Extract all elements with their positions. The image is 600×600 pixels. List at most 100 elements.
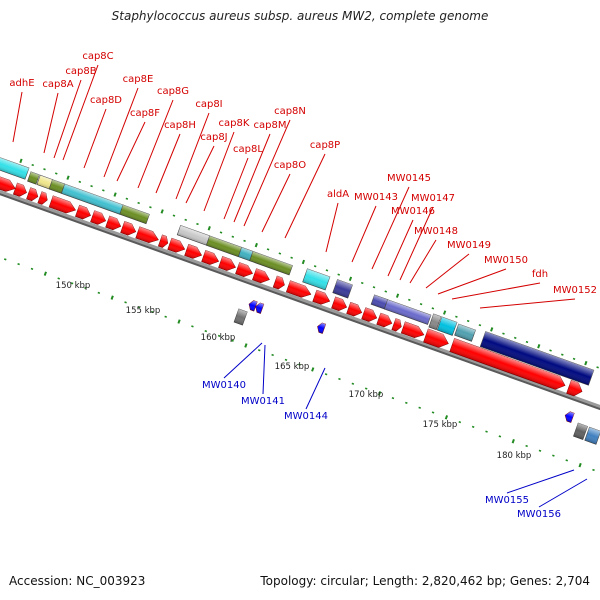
- scale-label: 170 kbp: [349, 390, 384, 400]
- outer-tick: [419, 302, 423, 306]
- outer-tick: [137, 201, 140, 205]
- feature-blocks: [0, 156, 600, 445]
- block-aldA: [302, 268, 331, 291]
- outer-tick: [160, 209, 164, 214]
- forward-cds-5: [75, 204, 91, 220]
- leader-cap8I: [175, 112, 210, 200]
- block-cap8J-shade: [177, 225, 210, 246]
- block-cap8N-shade: [249, 251, 293, 275]
- reverse-cds-0-shade: [249, 300, 258, 312]
- forward-cds-8: [120, 221, 137, 236]
- forward-cds-17: [272, 275, 285, 290]
- outer-tick: [490, 327, 494, 332]
- leader-cap8E: [103, 87, 139, 178]
- forward-cds-27-shade: [449, 338, 566, 390]
- outer-tick: [113, 192, 117, 197]
- block-adhE-shade: [0, 157, 30, 180]
- block-cap8N: [249, 251, 293, 276]
- inner-tick: [204, 329, 208, 333]
- outer-tick: [231, 235, 235, 238]
- forward-cds-28: [566, 379, 583, 397]
- forward-cds-25-shade: [401, 321, 424, 338]
- gene-label-cap8K: cap8K: [219, 118, 250, 129]
- forward-cds-10: [157, 234, 169, 248]
- inner-tick: [391, 397, 395, 400]
- forward-cds-11: [167, 237, 186, 253]
- inner-tick: [351, 382, 355, 385]
- block-MW0148-shade: [428, 313, 442, 330]
- forward-cds-0-shade: [0, 174, 16, 192]
- forward-cds-1: [12, 182, 27, 197]
- block-adhE: [0, 156, 30, 180]
- block-aldA-shade: [302, 268, 330, 290]
- gene-label-MW0148: MW0148: [414, 226, 458, 237]
- forward-cds-23: [376, 312, 393, 328]
- forward-cds-24-shade: [391, 318, 402, 332]
- block-MW0150-shade: [454, 323, 476, 342]
- block-cap8K-shade: [206, 235, 242, 257]
- block-MW0155: [573, 422, 588, 440]
- inner-tick: [84, 286, 87, 290]
- forward-cds-22-shade: [361, 307, 377, 322]
- inner-tick: [191, 325, 194, 328]
- leader-MW0152: [479, 298, 576, 309]
- gene-label-cap8D: cap8D: [90, 95, 122, 106]
- outer-tick: [478, 324, 482, 327]
- inner-tick: [377, 391, 382, 396]
- leader-cap8H: [155, 133, 181, 194]
- gene-label-MW0141: MW0141: [241, 396, 285, 407]
- outer-tick: [502, 332, 505, 335]
- forward-cds-19: [312, 289, 331, 305]
- outer-tick: [207, 226, 211, 231]
- forward-cds-0: [0, 174, 16, 192]
- outer-tick: [172, 214, 176, 217]
- leader-cap8A: [43, 92, 59, 154]
- gene-label-cap8G: cap8G: [157, 86, 189, 97]
- gene-label-cap8I: cap8I: [195, 99, 222, 110]
- inner-tick: [3, 258, 7, 261]
- inner-tick: [257, 349, 261, 352]
- inner-tick: [364, 387, 368, 390]
- outer-tick: [313, 265, 317, 268]
- scale-label: 155 kbp: [126, 306, 161, 316]
- inner-tick: [311, 367, 315, 372]
- leader-MW0147: [399, 206, 434, 281]
- forward-cds-7: [105, 215, 122, 231]
- block-MW0143: [332, 279, 353, 299]
- forward-cds-12-shade: [184, 244, 202, 259]
- forward-cds-9-shade: [135, 226, 159, 243]
- forward-cds-14: [218, 256, 236, 271]
- page-title: Staphylococcus aureus subsp. aureus MW2,…: [111, 9, 489, 23]
- forward-cds-6-shade: [90, 210, 106, 225]
- forward-cds-11-shade: [167, 238, 185, 253]
- inner-tick: [17, 262, 20, 266]
- block-MW0148: [428, 313, 442, 331]
- inner-tick: [217, 334, 221, 338]
- block-cap8B: [36, 174, 53, 190]
- forward-cds-24: [391, 318, 402, 332]
- scale-label: 180 kbp: [497, 451, 532, 461]
- outer-tick: [254, 242, 258, 248]
- block-cap8F: [119, 204, 150, 225]
- gene-label-MW0147: MW0147: [411, 193, 455, 204]
- inner-tick: [124, 301, 127, 304]
- outer-tick: [431, 307, 435, 310]
- forward-cds-3: [37, 191, 48, 205]
- outer-tick: [278, 252, 282, 255]
- reverse-cds-0: [248, 300, 258, 312]
- leader-cap8L: [223, 157, 249, 220]
- inner-tick: [57, 277, 61, 280]
- forward-cds-22: [361, 307, 378, 322]
- forward-cds-21: [346, 301, 363, 317]
- forward-cds-12: [184, 243, 203, 259]
- forward-cds-26-shade: [423, 328, 449, 348]
- leader-fdh: [451, 282, 541, 300]
- gene-label-MW0155: MW0155: [485, 495, 529, 506]
- forward-cds-21-shade: [346, 302, 362, 317]
- block-MW0150: [454, 323, 476, 342]
- block-MW0152-shade: [480, 331, 594, 386]
- reverse-cds-2-shade: [317, 322, 326, 334]
- forward-cds-13-shade: [201, 250, 219, 265]
- outer-tick: [443, 310, 447, 315]
